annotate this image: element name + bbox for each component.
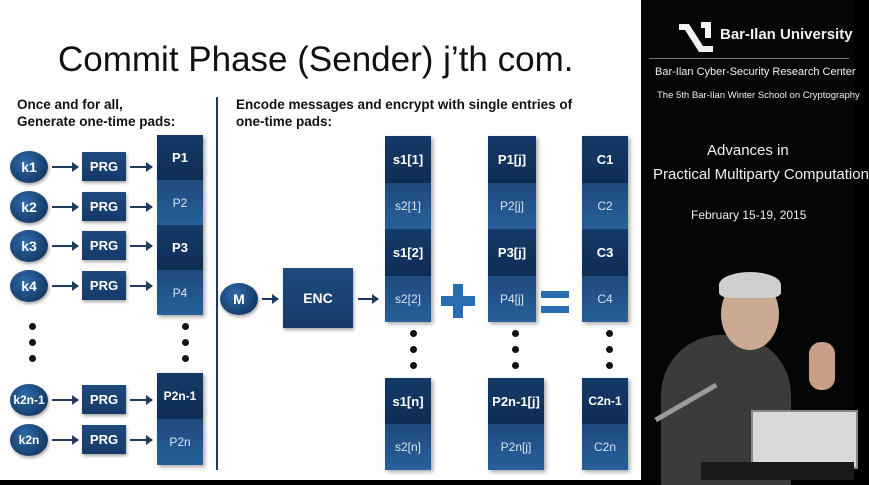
arrow-icon: [130, 281, 153, 291]
research-center: Bar-Ilan Cyber-Security Research Center: [655, 66, 856, 78]
pad-cell: P4: [157, 270, 203, 315]
pad-entry-cell: P2[j]: [488, 182, 536, 229]
arrow-icon: [52, 241, 79, 251]
ellipsis-dot: [410, 346, 417, 353]
ellipsis-dot: [410, 362, 417, 369]
key-node: k2n-1: [10, 384, 48, 416]
share-cell: s1[1]: [385, 136, 431, 183]
share-cell: s1[n]: [385, 378, 431, 424]
university-name: Bar-Ilan University: [720, 26, 853, 43]
plus-icon-vertical: [453, 284, 463, 318]
key-node: k3: [10, 230, 48, 262]
share-cell: s1[2]: [385, 229, 431, 276]
heading-line-2: Practical Multiparty Computation: [653, 166, 869, 183]
arrow-icon: [130, 241, 153, 251]
ellipsis-dot: [512, 362, 519, 369]
right-label-line-2: one-time pads:: [236, 114, 333, 129]
slide-title: Commit Phase (Sender) j’th com.: [58, 40, 574, 79]
arrow-icon: [130, 435, 153, 445]
laptop: [751, 410, 858, 469]
arrow-icon: [52, 162, 79, 172]
pad-cell: P1: [157, 135, 203, 180]
left-label-line-1: Once and for all,: [17, 97, 123, 112]
key-node: k4: [10, 270, 48, 302]
share-cell: s2[n]: [385, 424, 431, 470]
heading-line-1: Advances in: [707, 142, 789, 159]
share-column-bottom: s1[n] s2[n]: [385, 378, 431, 470]
arrow-icon: [52, 435, 79, 445]
pad-entry-cell: P2n-1[j]: [488, 378, 544, 424]
message-node: M: [220, 283, 258, 315]
ellipsis-dot: [29, 323, 36, 330]
ellipsis-dot: [182, 339, 189, 346]
pad-cell: P2n: [157, 419, 203, 465]
pad-entry-cell: P4[j]: [488, 275, 536, 322]
ellipsis-dot: [410, 330, 417, 337]
prg-box: PRG: [82, 425, 126, 454]
left-label-line-2: Generate one-time pads:: [17, 114, 176, 129]
share-cell: s2[1]: [385, 182, 431, 229]
pad-entry-cell: P1[j]: [488, 136, 536, 183]
ciphertext-cell: C4: [582, 275, 628, 322]
key-node: k1: [10, 151, 48, 183]
ellipsis-dot: [512, 346, 519, 353]
podium: [701, 462, 854, 480]
ciphertext-cell: C3: [582, 229, 628, 276]
ellipsis-dot: [29, 339, 36, 346]
key-node: k2: [10, 191, 48, 223]
pad-column-top: P1 P2 P3 P4: [157, 135, 203, 315]
share-column-top: s1[1] s2[1] s1[2] s2[2]: [385, 136, 431, 322]
ciphertext-cell: C2: [582, 182, 628, 229]
ciphertext-cell: C2n: [582, 424, 628, 470]
pad-column-bottom: P2n-1 P2n: [157, 373, 203, 465]
ciphertext-column-bottom: C2n-1 C2n: [582, 378, 628, 470]
speaker-hair: [719, 272, 781, 298]
arrow-icon: [130, 395, 153, 405]
ellipsis-dot: [512, 330, 519, 337]
ellipsis-dot: [606, 346, 613, 353]
ellipsis-dot: [29, 355, 36, 362]
arrow-icon: [130, 162, 153, 172]
arrow-icon: [52, 395, 79, 405]
slide-canvas: Commit Phase (Sender) j’th com. Once and…: [0, 0, 641, 480]
prg-box: PRG: [82, 271, 126, 300]
vertical-divider: [216, 97, 218, 470]
pad-entry-column-bottom: P2n-1[j] P2n[j]: [488, 378, 544, 470]
ellipsis-dot: [182, 355, 189, 362]
header-divider: [649, 58, 849, 59]
arrow-icon: [358, 294, 379, 304]
ellipsis-dot: [606, 330, 613, 337]
ellipsis-dot: [606, 362, 613, 369]
equals-icon-bottom: [541, 306, 569, 313]
speaker-hand: [809, 342, 835, 390]
pad-entry-cell: P2n[j]: [488, 424, 544, 470]
pad-entry-column-top: P1[j] P2[j] P3[j] P4[j]: [488, 136, 536, 322]
key-node: k2n: [10, 424, 48, 456]
enc-box: ENC: [283, 268, 353, 328]
ciphertext-cell: C1: [582, 136, 628, 183]
speaker-sidebar: Bar-Ilan University Bar-Ilan Cyber-Secur…: [641, 0, 869, 485]
pad-cell: P2: [157, 180, 203, 225]
pad-cell: P2n-1: [157, 373, 203, 419]
arrow-icon: [52, 202, 79, 212]
event-dates: February 15-19, 2015: [691, 208, 807, 222]
pad-entry-cell: P3[j]: [488, 229, 536, 276]
arrow-icon: [130, 202, 153, 212]
right-label-line-1: Encode messages and encrypt with single …: [236, 97, 573, 112]
arrow-icon: [262, 294, 279, 304]
share-cell: s2[2]: [385, 275, 431, 322]
prg-box: PRG: [82, 192, 126, 221]
prg-box: PRG: [82, 231, 126, 260]
university-logo-icon: [679, 22, 713, 52]
pad-cell: P3: [157, 225, 203, 270]
equals-icon: [541, 291, 569, 298]
school-name: The 5th Bar-Ilan Winter School on Crypto…: [657, 90, 860, 101]
arrow-icon: [52, 281, 79, 291]
prg-box: PRG: [82, 152, 126, 181]
ciphertext-column-top: C1 C2 C3 C4: [582, 136, 628, 322]
ellipsis-dot: [182, 323, 189, 330]
ciphertext-cell: C2n-1: [582, 378, 628, 424]
prg-box: PRG: [82, 385, 126, 414]
